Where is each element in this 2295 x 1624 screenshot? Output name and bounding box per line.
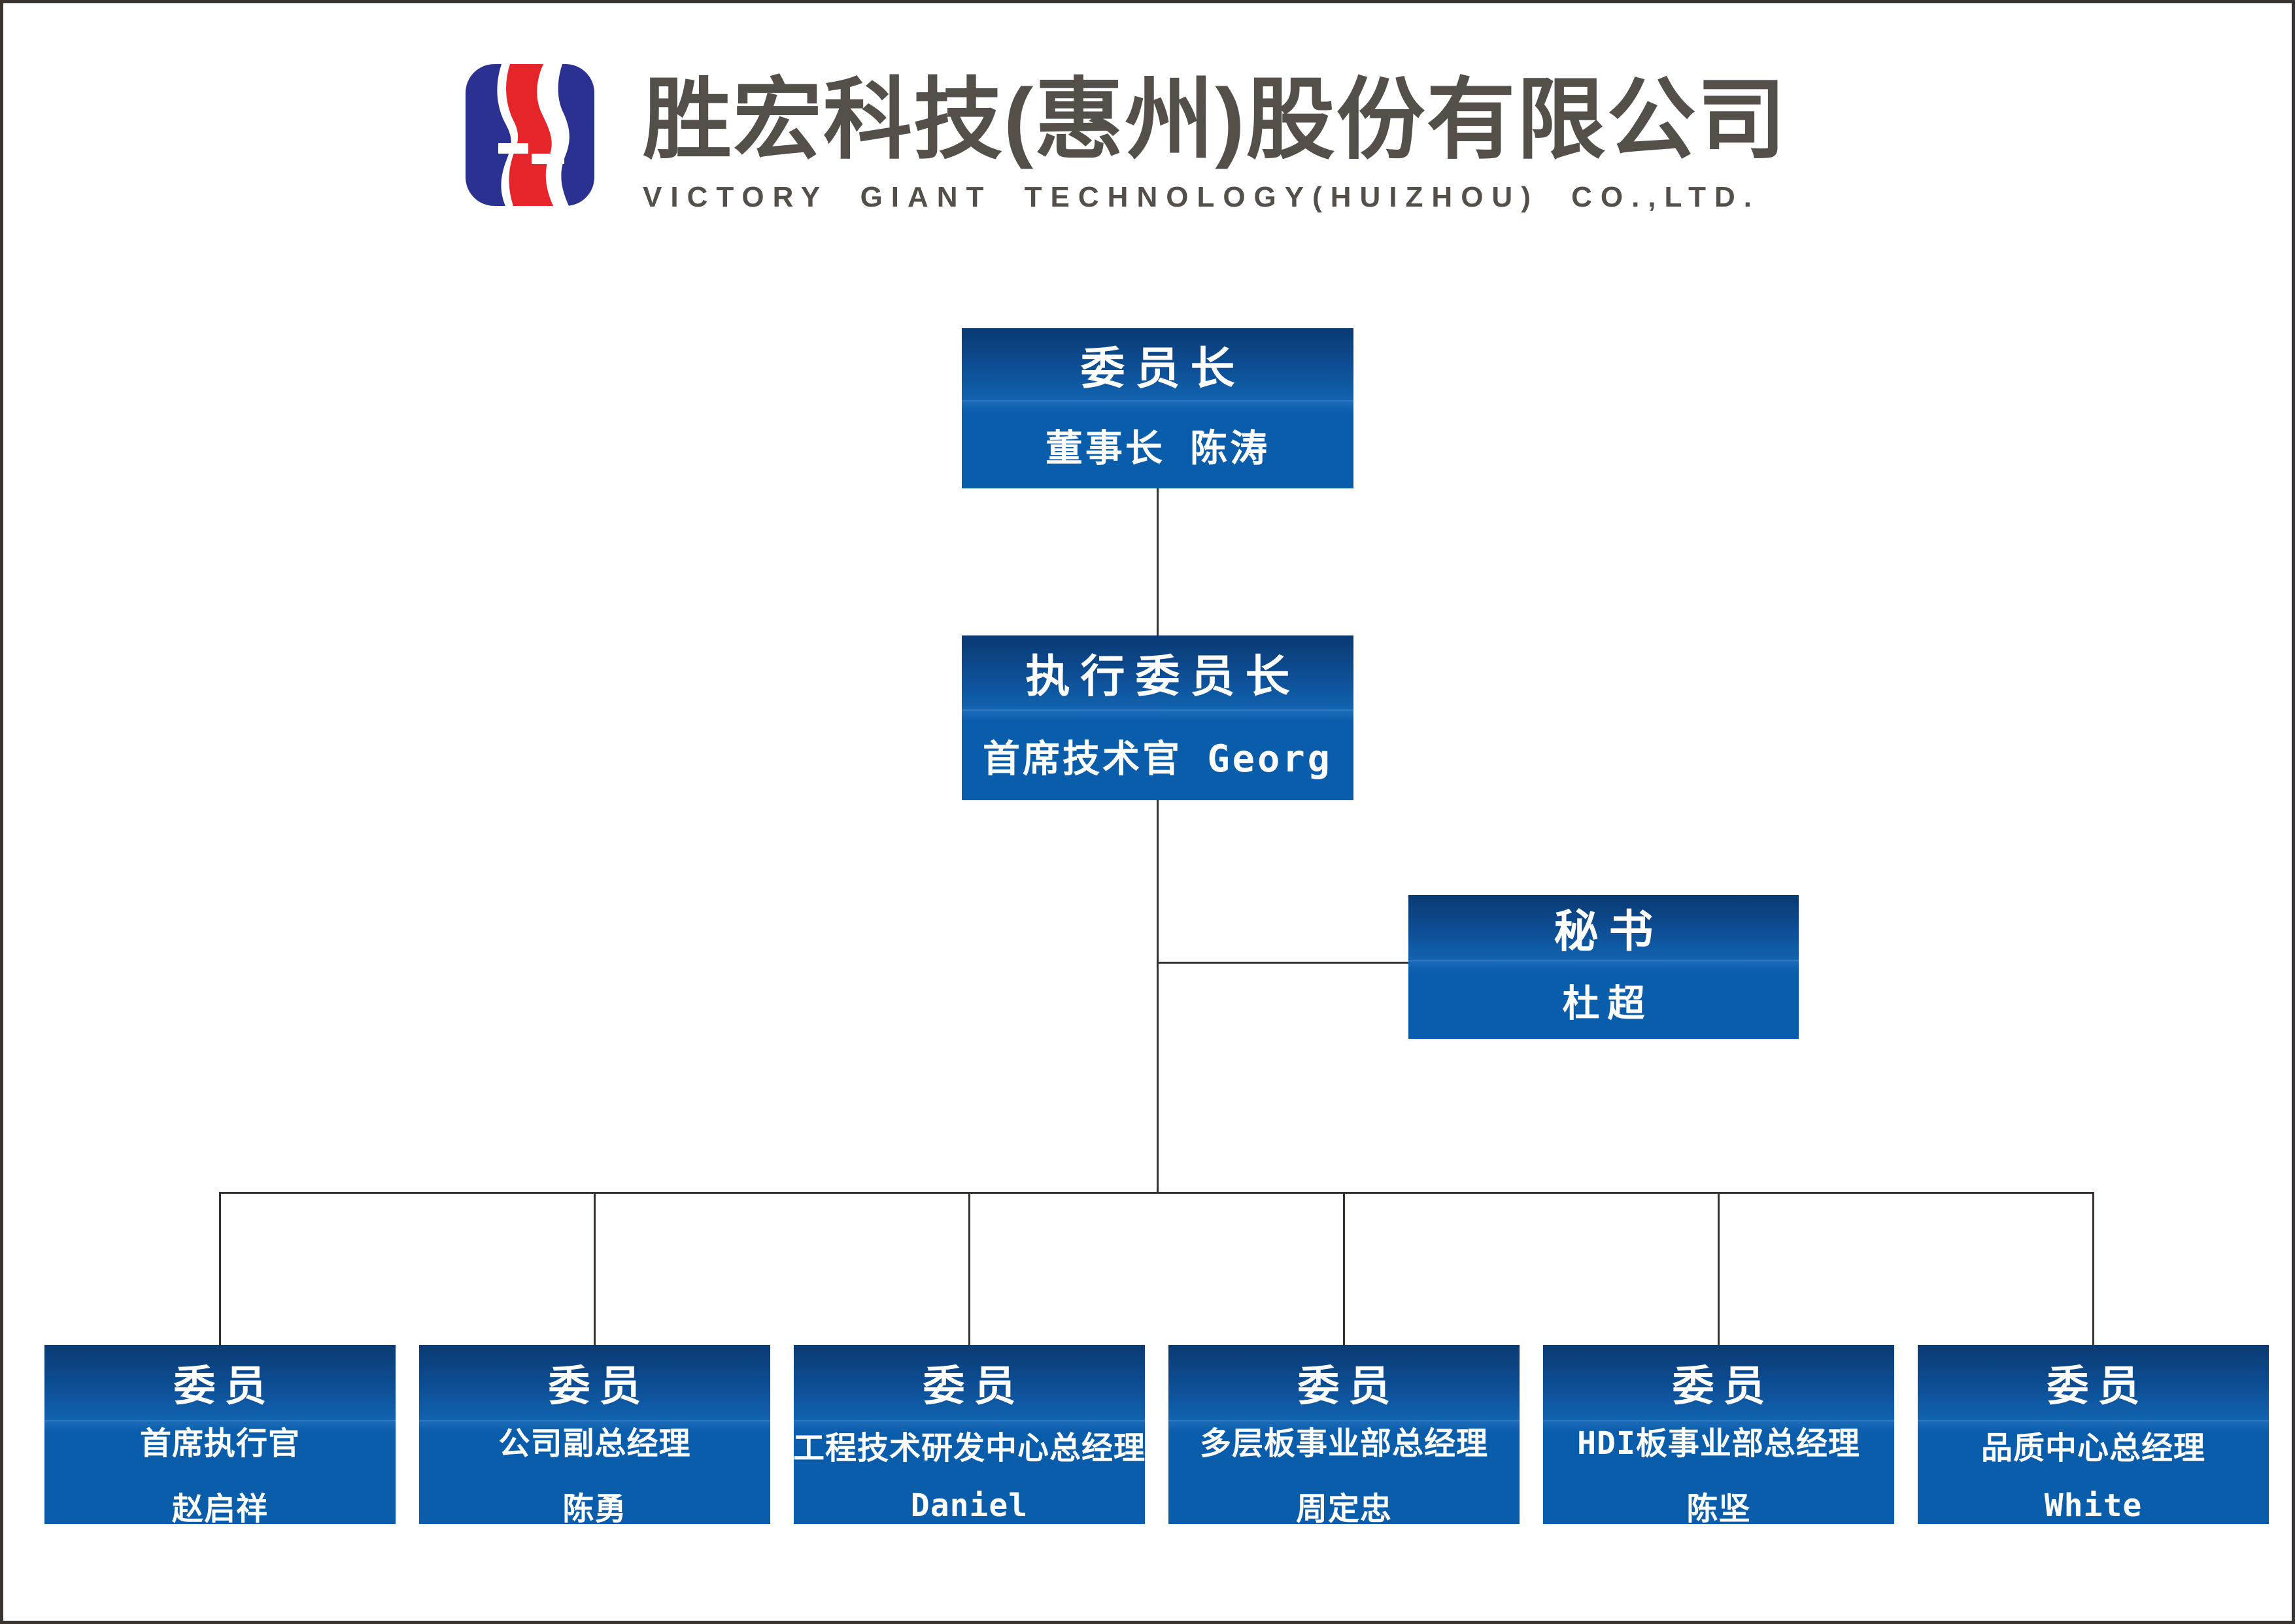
node-title: 执行委员长: [1025, 651, 1300, 703]
node-head: 秘书: [1408, 895, 1799, 960]
connector-member-stub: [594, 1192, 596, 1345]
node-head: 委员: [1543, 1345, 1894, 1421]
node-title: 委员: [2047, 1362, 2149, 1411]
node-title: 委员长: [1080, 343, 1246, 395]
node-subtitle: 董事长 陈涛: [1045, 426, 1270, 470]
node-subtitle: 杜超: [1562, 981, 1653, 1025]
member-role: HDI板事业部总经理: [1577, 1425, 1860, 1462]
member-name: 陈勇: [562, 1490, 627, 1527]
node-body: HDI板事业部总经理 陈坚: [1543, 1420, 1894, 1527]
org-node-secretary: 秘书 杜超: [1408, 895, 1799, 1039]
org-node-member-quality-center: 委员 品质中心总经理 White: [1918, 1345, 2269, 1524]
node-title: 委员: [548, 1362, 651, 1411]
node-head: 委员: [794, 1345, 1145, 1421]
connector-member-stub: [2092, 1192, 2094, 1345]
org-node-member-multilayer-bu: 委员 多层板事业部总经理 周定忠: [1168, 1345, 1520, 1527]
member-role: 多层板事业部总经理: [1199, 1425, 1488, 1462]
node-body: 杜超: [1408, 960, 1799, 1039]
connector-chairman-exec: [1157, 488, 1159, 635]
node-head: 执行委员长: [962, 635, 1353, 710]
member-role: 公司副总经理: [498, 1425, 691, 1462]
connector-exec-trunk: [1157, 800, 1159, 1194]
node-body: 首席技术官 Georg: [962, 709, 1353, 800]
member-name: 赵启祥: [171, 1490, 268, 1527]
member-role: 首席执行官: [139, 1425, 300, 1462]
node-body: 多层板事业部总经理 周定忠: [1168, 1420, 1520, 1527]
node-head: 委员: [1168, 1345, 1520, 1421]
node-head: 委员长: [962, 328, 1353, 401]
node-body: 工程技术研发中心总经理 Daniel: [793, 1420, 1146, 1524]
org-node-member-rd-center: 委员 工程技术研发中心总经理 Daniel: [793, 1345, 1146, 1524]
member-role: 工程技术研发中心总经理: [793, 1429, 1146, 1466]
node-title: 委员: [173, 1362, 276, 1411]
node-body: 公司副总经理 陈勇: [419, 1420, 770, 1527]
node-title: 委员: [923, 1362, 1025, 1411]
org-node-member-hdi-bu: 委员 HDI板事业部总经理 陈坚: [1543, 1345, 1894, 1527]
company-name-zh: 胜宏科技(惠州)股份有限公司: [643, 70, 1788, 169]
node-title: 委员: [1672, 1362, 1775, 1411]
member-name: Daniel: [910, 1487, 1028, 1524]
connector-member-stub: [1343, 1192, 1345, 1345]
connector-member-stub: [1718, 1192, 1720, 1345]
node-body: 品质中心总经理 White: [1918, 1420, 2269, 1524]
node-subtitle: 首席技术官 Georg: [983, 737, 1333, 781]
member-name: 周定忠: [1295, 1490, 1392, 1527]
connector-member-stub: [968, 1192, 970, 1345]
node-body: 董事长 陈涛: [962, 400, 1353, 488]
node-body: 首席执行官 赵启祥: [44, 1420, 396, 1527]
connector-member-stub: [219, 1192, 221, 1345]
company-name-en: VICTORY GIANT TECHNOLOGY(HUIZHOU) CO.,LT…: [643, 181, 1761, 213]
company-logo-icon: [466, 64, 594, 206]
org-node-chairman: 委员长 董事长 陈涛: [962, 328, 1353, 488]
member-role: 品质中心总经理: [1980, 1429, 2205, 1466]
node-head: 委员: [1918, 1345, 2269, 1421]
node-head: 委员: [419, 1345, 770, 1421]
node-title: 委员: [1297, 1362, 1400, 1411]
org-node-member-ceo: 委员 首席执行官 赵启祥: [44, 1345, 396, 1527]
member-name: 陈坚: [1686, 1490, 1751, 1527]
header: 胜宏科技(惠州)股份有限公司 VICTORY GIANT TECHNOLOGY(…: [643, 67, 1885, 214]
member-name: White: [2044, 1487, 2143, 1524]
org-node-exec-chairman: 执行委员长 首席技术官 Georg: [962, 635, 1353, 800]
org-node-member-deputy-gm: 委员 公司副总经理 陈勇: [419, 1345, 770, 1527]
connector-members-rail: [219, 1192, 2094, 1194]
node-title: 秘书: [1554, 906, 1664, 958]
node-head: 委员: [44, 1345, 396, 1421]
connector-secretary-branch: [1159, 962, 1408, 964]
